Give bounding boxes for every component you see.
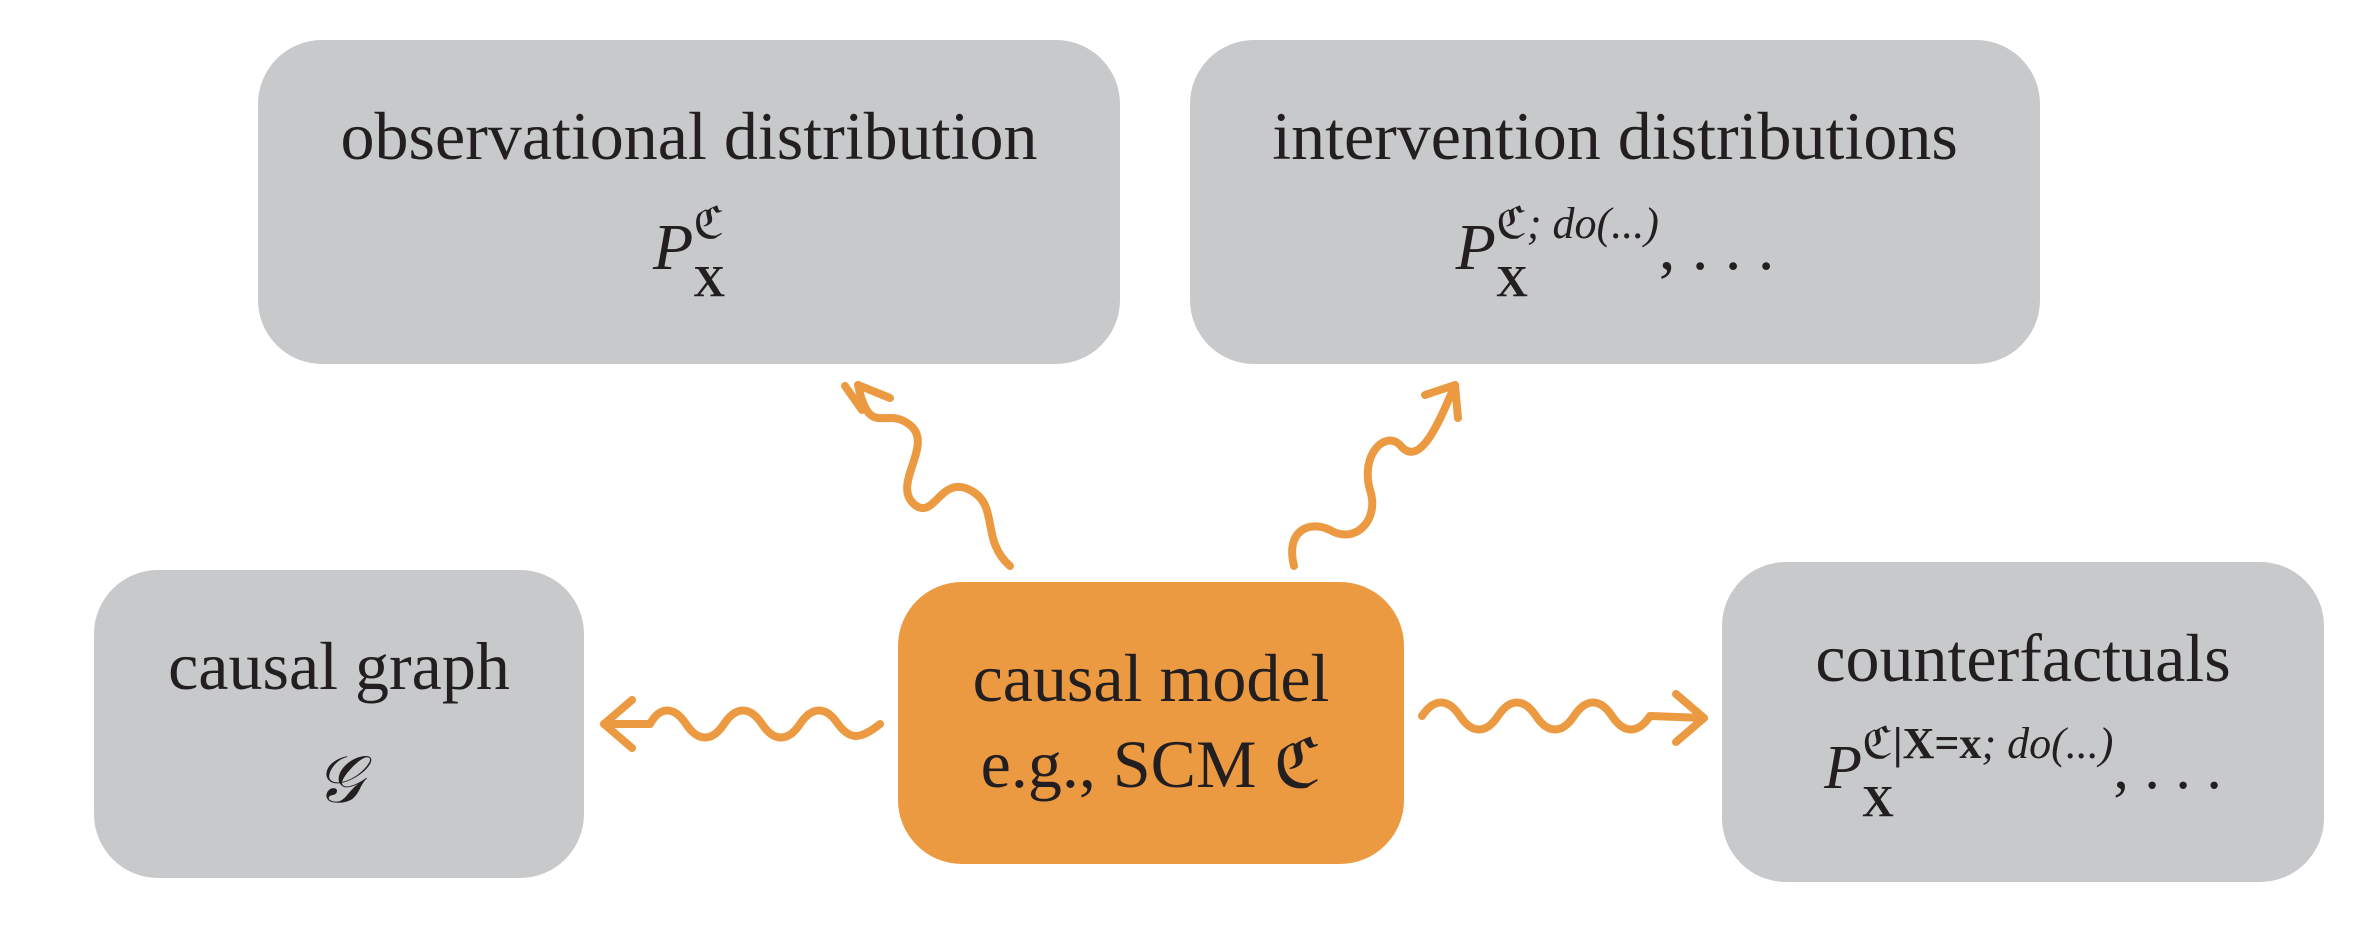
arrow-to-causal-graph xyxy=(600,696,884,752)
do-operator: ; do(...) xyxy=(1981,719,2114,768)
arrow-to-intervention xyxy=(1288,381,1462,570)
arrow-to-observational xyxy=(841,381,1014,570)
probability-symbol: P xyxy=(1455,211,1496,285)
scm-symbol: ℭ xyxy=(693,198,725,249)
causal-graph-box: causal graph 𝒢 xyxy=(94,570,584,878)
counterfactuals-title: counterfactuals xyxy=(1815,620,2231,696)
variable-symbol: X xyxy=(1861,777,1894,826)
causal-model-title: causal model xyxy=(972,640,1330,716)
variable-symbol: X xyxy=(693,257,726,306)
ellipsis: , . . . xyxy=(1658,211,1775,285)
scm-symbol: ℭ xyxy=(1495,198,1527,249)
causal-model-box: causal model e.g., SCM ℭ xyxy=(898,582,1404,864)
do-operator: ; do(...) xyxy=(1526,199,1659,248)
arrow-to-counterfactuals xyxy=(1418,690,1708,746)
variable-symbol: X xyxy=(1495,257,1528,306)
ellipsis: , . . . xyxy=(2113,734,2222,803)
condition: |X=x xyxy=(1892,719,1982,768)
scm-symbol: ℭ xyxy=(1861,718,1893,769)
graph-symbol: 𝒢 xyxy=(315,744,363,817)
intervention-distributions-title: intervention distributions xyxy=(1272,98,1958,174)
observational-distribution-title: observational distribution xyxy=(340,98,1038,174)
probability-symbol: P xyxy=(652,211,694,285)
causal-model-subtitle: e.g., SCM ℭ xyxy=(980,726,1322,802)
probability-symbol: P xyxy=(1824,734,1862,803)
causal-graph-title: causal graph xyxy=(168,628,510,704)
